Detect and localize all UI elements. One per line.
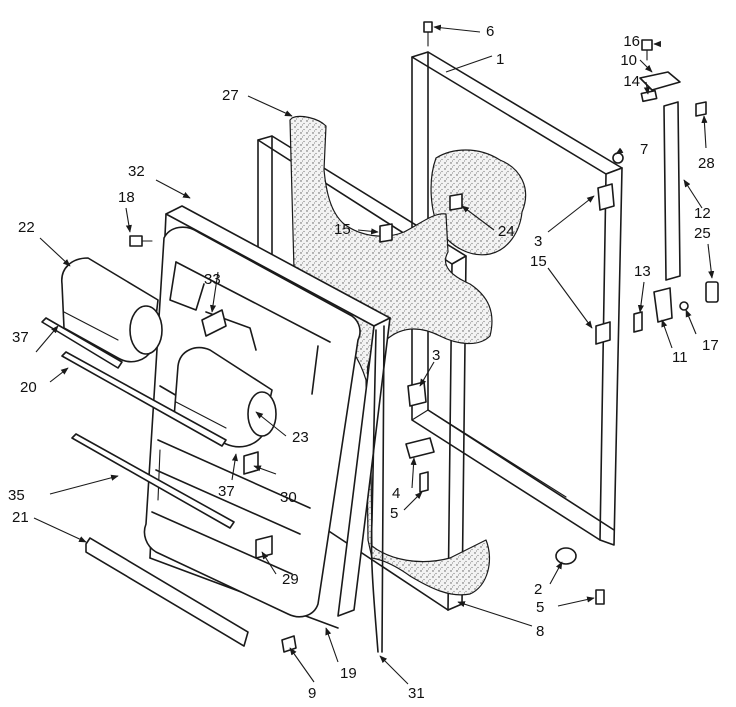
callout-15-lower: 15 bbox=[530, 253, 547, 270]
callout-14: 14 bbox=[623, 73, 640, 90]
shelf-trim-37 bbox=[41, 317, 123, 369]
fasteners bbox=[129, 21, 653, 653]
callout-8: 8 bbox=[536, 623, 544, 640]
callout-7: 7 bbox=[640, 141, 648, 158]
shelf-bar-35 bbox=[71, 433, 235, 529]
callout-27: 27 bbox=[222, 87, 239, 104]
callout-29: 29 bbox=[282, 571, 299, 588]
callout-5-center: 5 bbox=[390, 505, 398, 522]
callout-28: 28 bbox=[698, 155, 715, 172]
cabinet-frame bbox=[411, 51, 623, 546]
callout-25: 25 bbox=[694, 225, 711, 242]
breaker-strip bbox=[370, 329, 379, 653]
callout-32: 32 bbox=[128, 163, 145, 180]
callout-22: 22 bbox=[18, 219, 35, 236]
callout-20: 20 bbox=[20, 379, 37, 396]
callout-6: 6 bbox=[486, 23, 494, 40]
callout-12: 12 bbox=[694, 205, 711, 222]
shelf-bar-21 bbox=[85, 537, 249, 647]
callout-3-upper: 3 bbox=[534, 233, 542, 250]
door-bin-lower bbox=[173, 346, 277, 448]
leader-lines bbox=[33, 24, 715, 685]
callout-23: 23 bbox=[292, 429, 309, 446]
callout-3-lower: 3 bbox=[432, 347, 440, 364]
callout-21: 21 bbox=[12, 509, 29, 526]
callout-15-upper: 15 bbox=[334, 221, 351, 238]
callout-13: 13 bbox=[634, 263, 651, 280]
callout-31: 31 bbox=[408, 685, 425, 702]
callout-5-right: 5 bbox=[536, 599, 544, 616]
callout-11: 11 bbox=[672, 349, 688, 366]
callout-37-left: 37 bbox=[12, 329, 29, 346]
callout-35: 35 bbox=[8, 487, 25, 504]
callout-30: 30 bbox=[280, 489, 297, 506]
callout-2: 2 bbox=[534, 581, 542, 598]
callout-10: 10 bbox=[620, 52, 637, 69]
callout-18: 18 bbox=[118, 189, 135, 206]
callout-24: 24 bbox=[498, 223, 515, 240]
callout-16: 16 bbox=[623, 33, 640, 50]
door-bin-upper bbox=[61, 257, 163, 363]
callout-37-center: 37 bbox=[218, 483, 235, 500]
hinge-assembly bbox=[595, 71, 719, 345]
callout-19: 19 bbox=[340, 665, 357, 682]
callout-4: 4 bbox=[392, 485, 400, 502]
callout-1: 1 bbox=[496, 51, 504, 68]
shelf-bar-20 bbox=[61, 351, 227, 447]
callout-labels: 6 1 16 10 14 27 7 28 32 18 22 15 24 3 12… bbox=[8, 23, 719, 702]
callout-9: 9 bbox=[308, 685, 316, 702]
callout-33: 33 bbox=[204, 271, 221, 288]
callout-17: 17 bbox=[702, 337, 719, 354]
